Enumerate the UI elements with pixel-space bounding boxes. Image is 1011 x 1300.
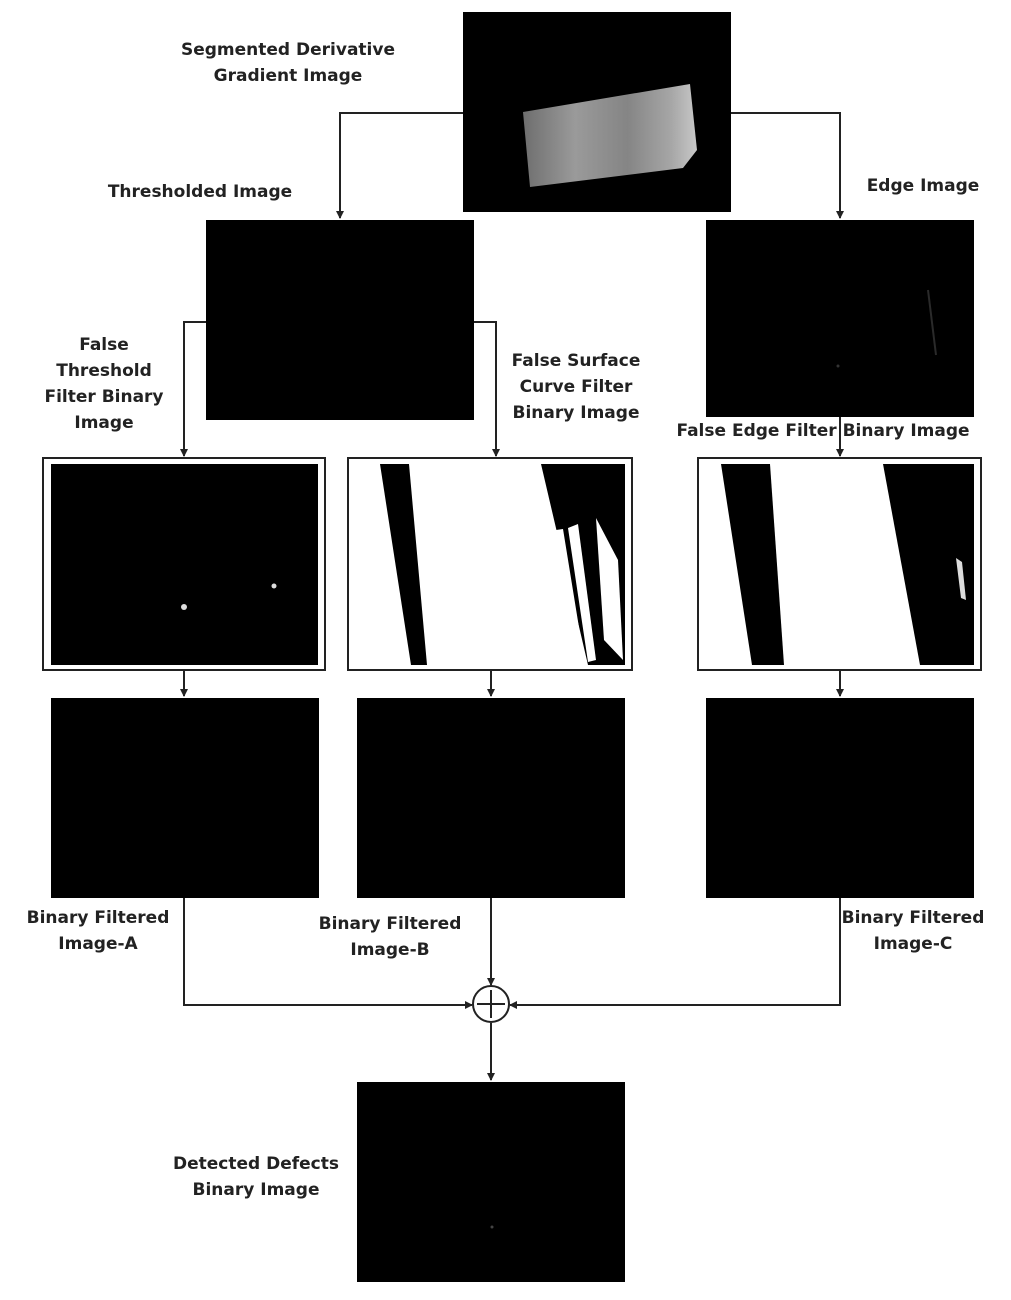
edge-image	[706, 220, 974, 417]
label-binary-filtered-b: Binary Filtered Image-B	[318, 914, 462, 960]
false-surface-filter-image	[380, 464, 625, 665]
label-false-edge: False Edge Filter Binary Image	[676, 421, 970, 441]
label-edge-image: Edge Image	[866, 176, 980, 196]
label-detected-defects: Detected Defects Binary Image	[172, 1154, 339, 1200]
connector-thresholded-to-false-threshold	[180, 321, 206, 457]
false-threshold-speck-1	[181, 604, 187, 610]
connector-thresholded-to-false-surface	[474, 321, 500, 457]
detected-defects-speck	[490, 1225, 494, 1229]
label-thresholded-image: Thresholded Image	[107, 182, 293, 202]
detected-defects-image	[357, 1082, 625, 1282]
connector-c-to-sum	[509, 898, 841, 1009]
connector-segmented-to-edge	[731, 112, 844, 219]
binary-filtered-image-a	[51, 698, 319, 898]
false-edge-filter-image	[721, 464, 974, 665]
label-false-surface: False Surface Curve Filter Binary Image	[511, 351, 641, 423]
binary-filtered-image-b	[357, 698, 625, 898]
label-binary-filtered-a: Binary Filtered Image-A	[26, 908, 170, 954]
edge-image-speck	[836, 364, 840, 368]
false-threshold-speck-2	[271, 583, 277, 589]
connector-a-to-sum	[183, 898, 473, 1009]
label-false-threshold: False Threshold Filter Binary Image	[44, 335, 164, 433]
label-binary-filtered-c: Binary Filtered Image-C	[841, 908, 985, 954]
connector-segmented-to-thresholded	[336, 112, 463, 219]
edge-image-trace	[927, 289, 937, 356]
summation-junction	[472, 985, 510, 1023]
binary-filtered-image-c	[706, 698, 974, 898]
false-threshold-filter-image	[51, 464, 318, 665]
thresholded-image	[206, 220, 474, 420]
label-segmented-gradient: Segmented Derivative Gradient Image	[180, 40, 395, 86]
segmented-gradient-strip	[523, 84, 697, 187]
